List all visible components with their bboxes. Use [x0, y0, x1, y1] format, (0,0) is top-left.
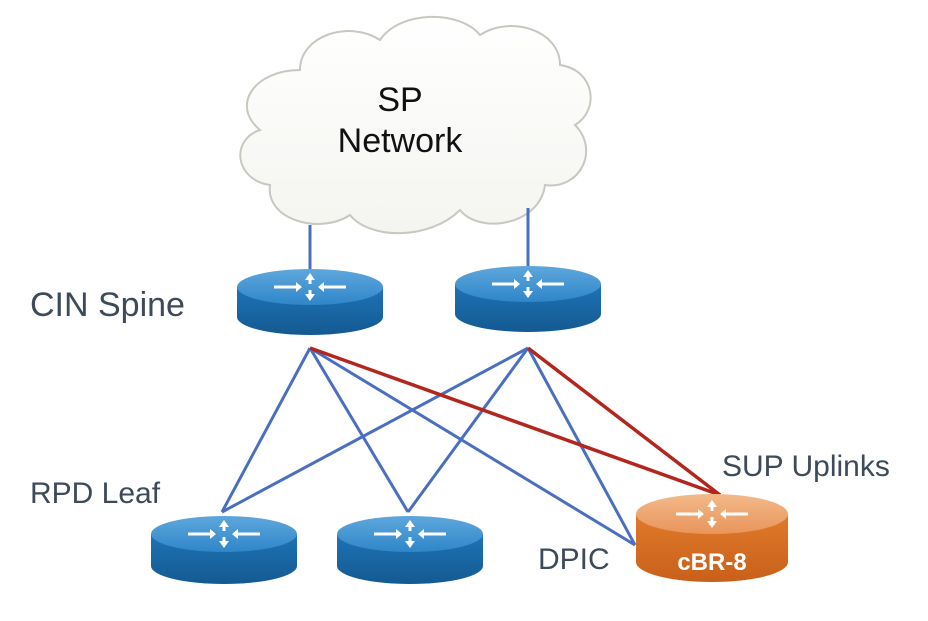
link-spine-right-leaf-left — [221, 346, 529, 514]
leaf-label: RPD Leaf — [30, 477, 161, 510]
cbr8-router-icon: cBR-8 — [636, 494, 788, 582]
link-lines — [220, 208, 637, 547]
link-sup-right — [526, 346, 722, 497]
spine-label: CIN Spine — [30, 286, 185, 324]
cbr8-label: cBR-8 — [677, 549, 746, 576]
link-spine-left-cbr8 — [309, 346, 636, 547]
leaf-router-middle-icon — [337, 516, 483, 584]
leaf-router-left-icon — [151, 516, 297, 584]
link-spine-left-leaf-middle — [308, 347, 410, 513]
link-sup-left — [309, 346, 721, 497]
cloud-line-1: SP — [377, 81, 423, 119]
sup-uplink-lines — [309, 346, 722, 497]
spine-router-left-icon — [237, 269, 383, 335]
spine-router-right-icon — [455, 266, 601, 332]
cloud-title: SP Network — [300, 80, 500, 162]
cloud-icon — [239, 15, 592, 235]
dpic-label: DPIC — [538, 543, 610, 576]
sup-uplinks-label: SUP Uplinks — [722, 450, 890, 483]
cloud-line-2: Network — [337, 121, 463, 160]
link-spine-left-leaf-left — [220, 347, 312, 513]
link-spine-right-leaf-middle — [406, 347, 530, 513]
